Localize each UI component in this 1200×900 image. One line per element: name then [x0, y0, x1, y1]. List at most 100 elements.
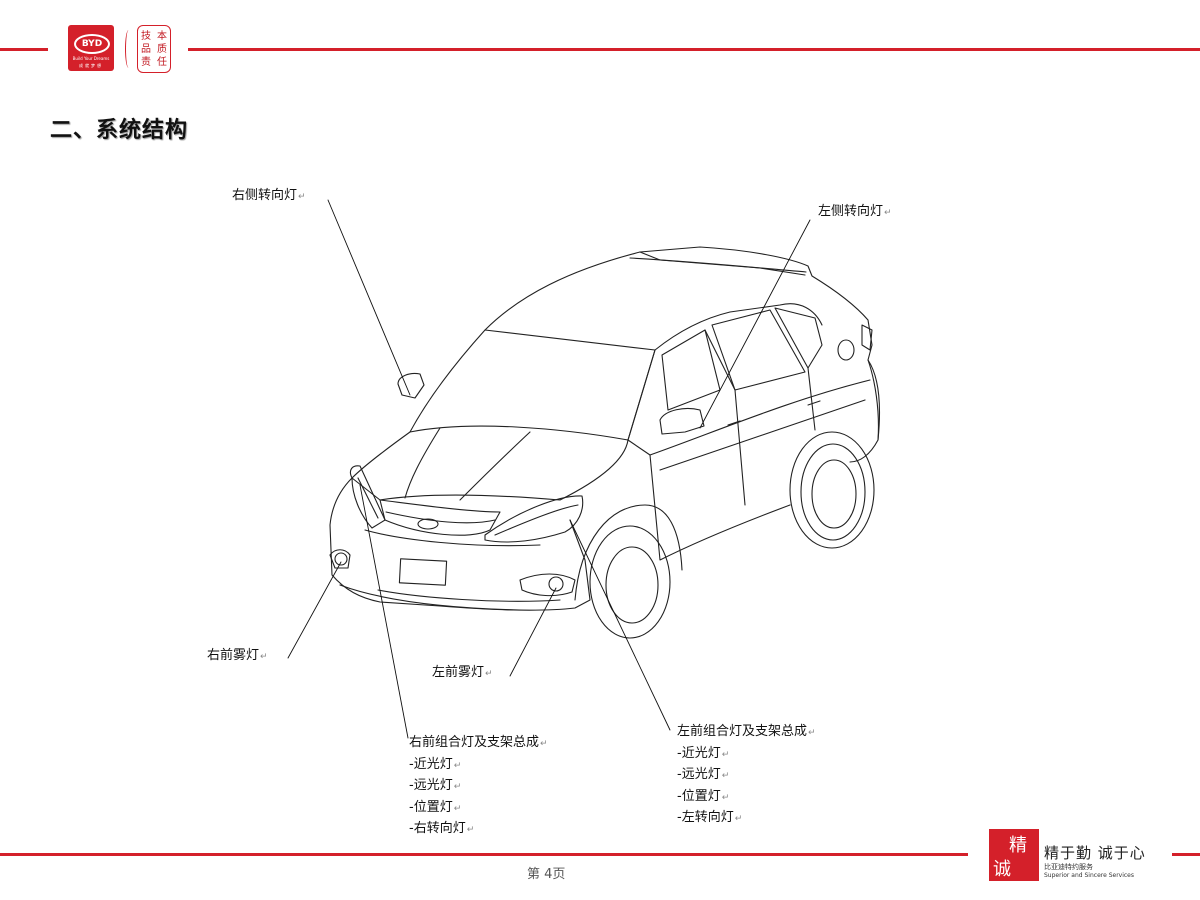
seal-char: 质 [157, 43, 167, 55]
rear-quarter [849, 359, 881, 463]
a-pillar [654, 303, 823, 351]
label-left-side-turn: 左侧转向灯↵ [818, 202, 892, 223]
tail-lamp [861, 324, 873, 351]
leader-right-fog [287, 561, 342, 659]
left-fog-housing [519, 573, 576, 597]
leader-left-combo [569, 519, 671, 731]
label-left-fog: 左前雾灯↵ [432, 663, 493, 684]
return-mark-icon: ↵ [453, 760, 462, 771]
front-wheel-arch [574, 504, 683, 601]
quality-seal-icon: 技 本 品 质 责 任 [137, 25, 171, 73]
door-handle-front [727, 420, 741, 426]
footer-motto-en: Superior and Sincere Services [1044, 872, 1134, 879]
license-plate [398, 558, 448, 586]
leader-left-side-turn [699, 219, 811, 429]
list-heading: 左前组合灯及支架总成↵ [677, 724, 816, 739]
slide-title: 二、系统结构 [50, 118, 189, 143]
label-right-combo: 右前组合灯及支架总成↵ -近光灯↵ -远光灯↵ -位置灯↵ -右转向灯↵ [409, 733, 548, 841]
side-beltline [627, 349, 871, 456]
page-number: 第 4页 [527, 867, 566, 882]
seal-char: 任 [157, 56, 167, 68]
return-mark-icon: ↵ [808, 728, 816, 738]
label-text: 左前雾灯 [432, 665, 485, 680]
side-window-rear [711, 309, 806, 391]
rear-wheel-rim [811, 459, 857, 529]
hood [351, 431, 629, 501]
list-item: -左转向灯↵ [677, 810, 743, 825]
return-mark-icon: ↵ [298, 192, 306, 202]
seal-char: 本 [157, 30, 167, 42]
label-text: 右侧转向灯 [232, 188, 298, 203]
grille-bar [385, 511, 496, 524]
left-fog-lamp [548, 576, 564, 592]
hood-crease-left [404, 427, 441, 499]
label-right-fog: 右前雾灯↵ [207, 646, 268, 667]
return-mark-icon: ↵ [721, 792, 730, 803]
right-headlamp-inner [357, 477, 379, 519]
stamp-char: 诚 [993, 859, 1011, 880]
list-item: -位置灯↵ [409, 799, 462, 815]
seal-separator [125, 30, 132, 68]
list-item: -远光灯↵ [677, 767, 730, 782]
front-wheel-rim [605, 546, 659, 624]
return-mark-icon: ↵ [884, 208, 892, 218]
rear-door-line [807, 367, 816, 431]
hood-crease-right [459, 431, 531, 501]
rear-wheel [800, 443, 866, 541]
list-item: -右转向灯↵ [409, 821, 475, 836]
label-text: 左侧转向灯 [818, 204, 884, 219]
side-crease [659, 399, 866, 471]
jingcheng-stamp-icon: 精 诚 [989, 829, 1039, 881]
right-mirror [397, 372, 425, 399]
byd-logo-icon: BYD Build Your Dreams 成就梦想 [68, 25, 114, 71]
car-roof-line [639, 251, 806, 276]
front-bumper-outline [329, 477, 591, 611]
list-item: -近光灯↵ [677, 745, 730, 761]
list-heading: 右前组合灯及支架总成↵ [409, 735, 548, 750]
seal-char: 技 [141, 30, 151, 42]
return-mark-icon: ↵ [466, 825, 475, 835]
front-door-line [734, 389, 746, 506]
label-right-side-turn: 右侧转向灯↵ [232, 186, 306, 207]
b-pillar [704, 329, 736, 391]
rear-wheel-arch [789, 431, 875, 549]
car-roof-rear [629, 257, 807, 273]
return-mark-icon: ↵ [734, 814, 743, 824]
side-window-quarter [774, 307, 823, 369]
list-item: -位置灯↵ [677, 788, 730, 804]
footer-motto: 精于勤 诚于心 [1044, 844, 1146, 862]
logo-text: BYD [74, 34, 110, 54]
front-splitter [339, 584, 521, 611]
list-item: -远光灯↵ [409, 778, 462, 793]
right-fog-lamp [334, 552, 348, 566]
byd-badge [417, 518, 439, 530]
bumper-upper [364, 529, 541, 547]
front-wheel [589, 525, 671, 639]
door-handle-rear [807, 400, 821, 406]
return-mark-icon: ↵ [260, 652, 268, 662]
side-lower [649, 454, 791, 561]
fuel-door [837, 339, 855, 361]
car-roof-outline [484, 246, 879, 441]
leader-right-side-turn [327, 199, 411, 396]
footer-motto-cn: 比亚迪特约服务 [1044, 863, 1093, 871]
return-mark-icon: ↵ [721, 771, 730, 781]
return-mark-icon: ↵ [721, 749, 730, 760]
header-rule-right [188, 48, 1200, 51]
return-mark-icon: ↵ [453, 803, 462, 814]
seal-char: 责 [141, 56, 151, 68]
left-headlamp-inner [494, 504, 579, 536]
label-left-combo: 左前组合灯及支架总成↵ -近光灯↵ -远光灯↵ -位置灯↵ -左转向灯↵ [677, 722, 816, 830]
label-text: 右前雾灯 [207, 648, 260, 663]
left-headlamp [484, 495, 584, 543]
windshield [409, 329, 656, 441]
seal-char: 品 [141, 43, 151, 55]
grille [379, 499, 501, 536]
right-fog-housing [329, 549, 351, 569]
right-headlamp [349, 465, 386, 529]
leader-right-combo [359, 484, 409, 739]
leader-left-fog [509, 587, 557, 677]
footer-rule-right [1172, 853, 1200, 856]
left-mirror [659, 407, 705, 435]
